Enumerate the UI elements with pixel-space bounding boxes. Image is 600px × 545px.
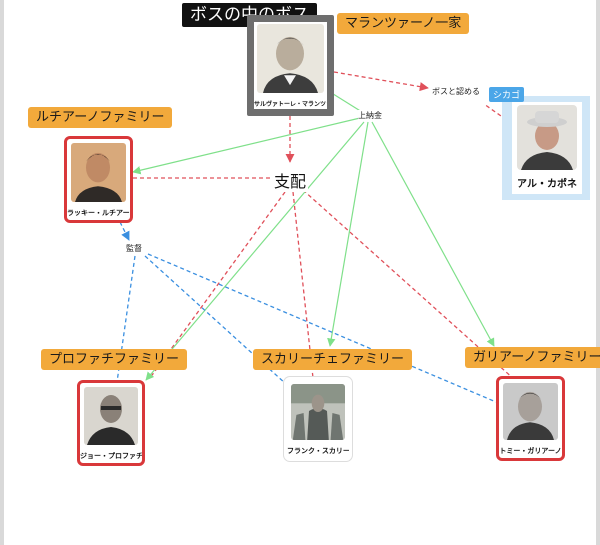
- edge-maranzano-to-recognize: [333, 71, 429, 92]
- edge-tribute-from-maranzano: [329, 91, 363, 113]
- person-name-gagliano: トミー・ガリアーノ: [499, 447, 562, 455]
- family-tag-profaci: プロファチファミリー: [41, 349, 188, 370]
- person-name-profaci: ジョー・プロファチ: [80, 452, 142, 460]
- edge-tribute-to-scalise: [327, 121, 369, 347]
- edge-control-to-profaci: [149, 191, 286, 379]
- person-name-scalise: フランク・スカリーチェ: [287, 447, 349, 455]
- edge-control-to-gagliano: [302, 189, 516, 381]
- edge-tribute-to-gagliano: [371, 121, 495, 347]
- edge-supervise-to-scalise: [144, 255, 287, 385]
- edge-label-supervise: 監督: [126, 243, 142, 254]
- edge-control-to-scalise: [292, 191, 314, 379]
- portrait-luciano: [71, 143, 126, 202]
- edge-tribute-to-profaci: [145, 121, 365, 381]
- card-profaci[interactable]: ジョー・プロファチ: [77, 380, 145, 466]
- portrait-profaci: [84, 387, 138, 445]
- card-gagliano[interactable]: トミー・ガリアーノ: [496, 376, 565, 461]
- family-tag-maranzano: マランツァーノ一家: [337, 13, 470, 34]
- page-frame-right: [596, 0, 600, 545]
- person-name-maranzano: サルヴァトーレ・マランツァーノ: [254, 101, 327, 108]
- person-name-luciano: ラッキー・ルチアーノ: [67, 209, 130, 217]
- family-tag-gagliano: ガリアーノファミリー: [465, 347, 600, 368]
- card-luciano[interactable]: ラッキー・ルチアーノ: [64, 136, 133, 223]
- edge-tribute-to-luciano: [132, 117, 361, 175]
- region-tag-chicago: シカゴ: [489, 87, 525, 102]
- edge-luciano-to-supervise: [119, 221, 130, 241]
- edge-label-control: 支配: [272, 168, 309, 192]
- card-maranzano[interactable]: サルヴァトーレ・マランツァーノ: [247, 15, 334, 116]
- portrait-maranzano: [257, 24, 324, 93]
- edge-label-tribute: 上納金: [358, 110, 382, 121]
- edge-label-recognize: ボスと認める: [432, 86, 480, 97]
- portrait-capone: [517, 105, 577, 170]
- person-name-capone: アル・カポネ: [517, 179, 577, 190]
- card-capone[interactable]: アル・カポネ: [512, 102, 582, 194]
- portrait-scalise: [291, 384, 345, 440]
- edge-supervise-to-gagliano: [147, 253, 497, 403]
- card-scalise[interactable]: フランク・スカリーチェ: [284, 377, 352, 461]
- portrait-gagliano: [503, 383, 558, 440]
- page-frame-left: [0, 0, 4, 545]
- family-tag-luciano: ルチアーノファミリー: [28, 107, 173, 128]
- family-tag-scalise: スカリーチェファミリー: [253, 349, 413, 370]
